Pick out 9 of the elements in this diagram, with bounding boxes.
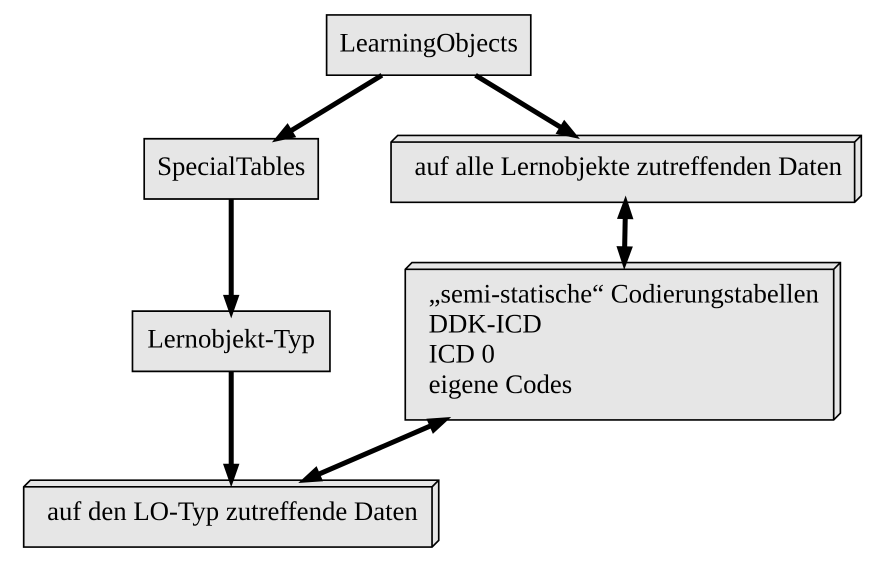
node-box: LearningObjects xyxy=(326,14,532,76)
node-box: Lernobjekt-Typ xyxy=(132,310,331,372)
arrow xyxy=(298,417,452,483)
arrow xyxy=(223,372,240,488)
arrow xyxy=(272,73,384,142)
arrow xyxy=(474,73,580,139)
arrow xyxy=(223,199,240,318)
node-box: SpecialTables xyxy=(143,138,320,200)
arrow xyxy=(616,196,634,270)
